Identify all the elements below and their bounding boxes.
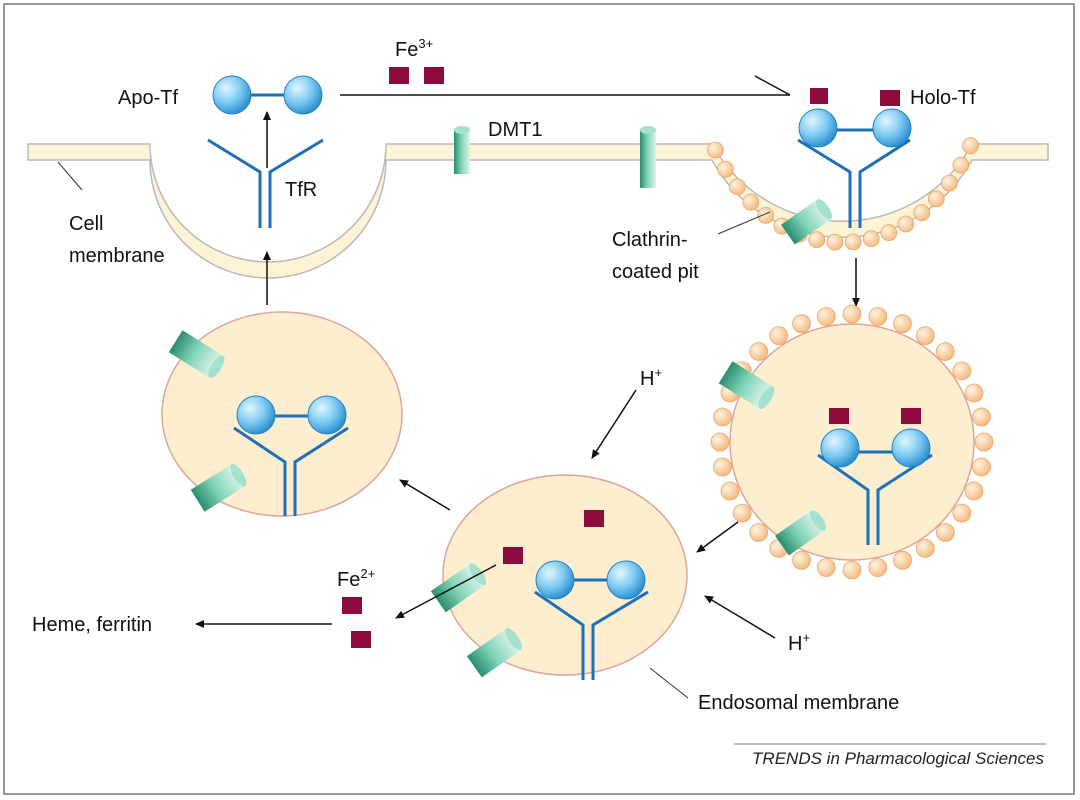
clathrin-bead [972,457,991,477]
fe3-iron-square [424,67,444,84]
dmt1-channel [454,126,470,174]
coated-vesicle-holo-tf [820,408,931,468]
endosomal-membrane-label: Endosomal membrane [698,692,899,714]
clathrin-label-line1: Clathrin- [612,229,688,251]
tfr-label: TfR [285,179,317,201]
clathrin-bead [757,206,775,224]
clathrin-bead [974,432,994,452]
coated-vesicle-channel-bottom [775,510,827,556]
clathrin-bead [844,233,862,251]
h-plus-top-label: H+ [640,365,662,390]
clathrin-bead [893,314,912,334]
clathrin-bead [913,204,931,222]
clathrin-bead [728,178,746,196]
clathrin-bead [842,560,862,580]
clathrin-bead [720,481,740,501]
fe3-label: Fe3+ [395,36,433,61]
released-iron-square [503,547,523,564]
clathrin-bead [713,457,732,477]
clathrin-bead [935,342,955,361]
endosome-receptor [534,590,649,680]
clathrin-bead [710,432,730,452]
clathrin-bead [915,539,935,558]
clathrin-pointer [717,211,771,235]
clathrin-bead [915,326,935,346]
uncoating-arrow [696,521,739,553]
clathrin-bead [842,304,862,324]
clathrin-bead [964,383,984,403]
clathrin-bead [962,137,979,155]
clathrin-label-line2: coated pit [612,261,699,283]
clathrin-bead [707,141,724,159]
clathrin-bead [816,307,836,326]
figure-frame [3,3,1075,795]
coated-vesicle-channel-top [718,361,775,410]
fe3-iron-square [389,67,409,84]
iron-export-arrow [395,564,497,619]
clathrin-bead [893,550,912,570]
fe2-iron-square [351,631,371,648]
endosomal-membrane-pointer [649,667,689,699]
clathrin-bead [935,523,955,542]
clathrin-bead [713,407,732,427]
recycling-vesicle-receptor [233,426,349,516]
clathrin-bead [897,215,915,233]
endosome-apo-tf [535,560,646,600]
clathrin-bead [717,160,734,178]
clathrin-bead [952,361,972,381]
clathrin-bead [808,231,826,249]
proton-arrow-top [591,389,637,459]
binding-arrow [340,75,791,96]
fe2-iron-square [342,597,362,614]
clathrin-bead [868,307,888,326]
clathrin-bead [749,342,769,361]
clathrin-bead [868,558,888,577]
clathrin-bead [732,503,752,523]
holo-tf-molecule [798,88,912,148]
clathrin-bead [816,558,836,577]
clathrin-bead [792,550,811,570]
clathrin-bead [972,407,991,427]
fe2-label: Fe2+ [337,566,375,591]
holo-tf-label: Holo-Tf [910,87,976,109]
apo-tf-molecule [212,75,323,115]
recycling-vesicle-apo-tf [236,395,347,435]
clathrin-bead [826,233,844,251]
clathrin-bead [862,230,880,248]
clathrin-bead [749,523,769,542]
cell-membrane [27,143,1049,279]
pit-channel [781,199,833,245]
proton-arrow-bottom [704,595,776,639]
clathrin-bead [952,156,970,174]
clathrin-bead [742,193,760,211]
iron-square [880,90,900,106]
cell-membrane-pointer [57,161,83,191]
clathrin-bead [769,326,789,346]
released-iron-square [584,510,604,527]
recycling-vesicle-channel-bottom [190,463,247,512]
clathrin-bead [927,190,945,208]
recycling-arrow [399,479,451,511]
credit-label: TRENDS in Pharmacological Sciences [752,749,1044,768]
h-plus-bottom-label: H+ [788,630,810,655]
recycling-vesicle-channel-top [168,330,225,379]
clathrin-bead [952,503,972,523]
heme-ferritin-label: Heme, ferritin [32,614,152,636]
apo-tf-label: Apo-Tf [118,87,178,109]
cell-membrane-label-line2: membrane [69,245,165,267]
clathrin-bead [880,224,898,242]
tfr-receptor-surface [207,138,324,228]
cell-membrane-label-line1: Cell [69,213,103,235]
clathrin-bead [964,481,984,501]
iron-square [810,88,828,104]
tfr-receptor-pit [797,138,911,228]
endosome-channel-bottom [466,628,523,678]
clathrin-bead [941,174,958,192]
dmt1-label: DMT1 [488,119,542,141]
clathrin-bead [792,314,811,334]
membrane-channel [640,126,656,188]
